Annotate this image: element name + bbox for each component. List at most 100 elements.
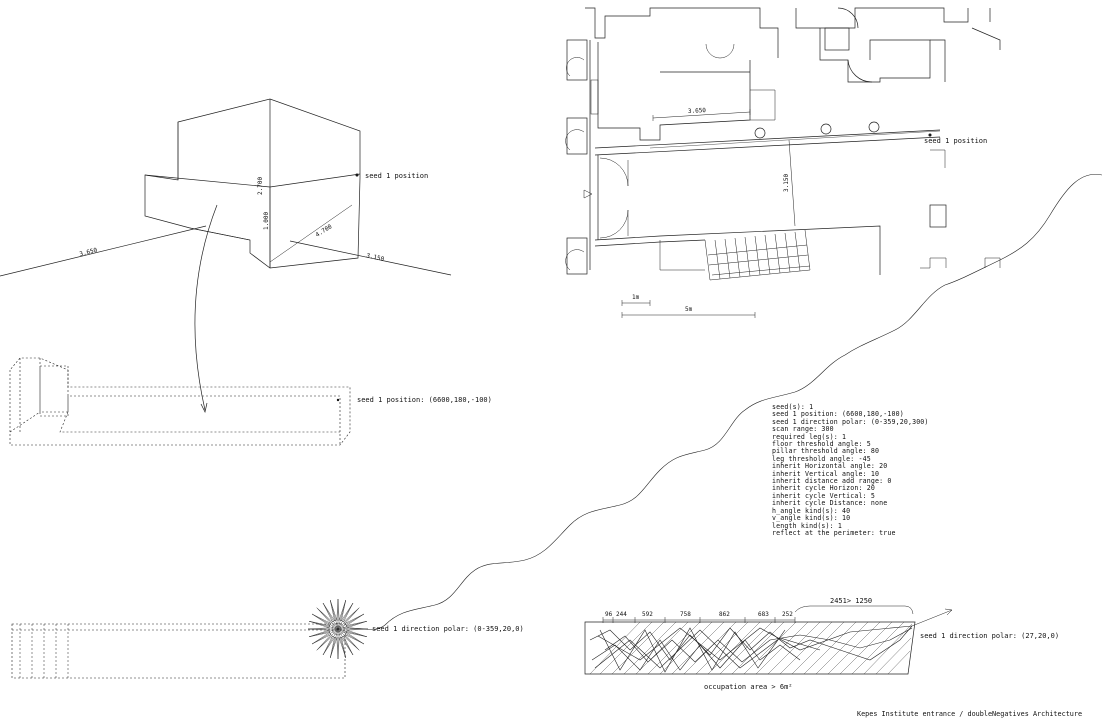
polar-rosette-ring bbox=[331, 622, 345, 636]
plan-door-arc bbox=[837, 7, 859, 29]
extrusion-inner bbox=[9, 358, 341, 445]
extrusion-step bbox=[39, 365, 69, 417]
plan-view: 3.650 3.150 seed 1 position 1m 5m bbox=[565, 7, 1001, 318]
plan-pillar bbox=[868, 121, 880, 133]
wavy-connector bbox=[349, 173, 1102, 630]
plan-corridor-mid bbox=[649, 130, 941, 149]
section-dim-5: 862 bbox=[719, 611, 730, 618]
section-path-network bbox=[589, 625, 913, 673]
parameter-line: inherit Horizontal angle: 20 bbox=[772, 462, 888, 471]
parameter-line: inherit cycle Vertical: 5 bbox=[772, 491, 875, 500]
polar-view: seed 1 direction polar: (0-359,20,0) bbox=[11, 598, 524, 679]
iso-dim-4: 4.700 bbox=[314, 223, 333, 239]
plan-wall-upper bbox=[597, 42, 751, 141]
iso-arrowhead bbox=[200, 402, 208, 414]
iso-dim-1: 3.650 bbox=[79, 247, 99, 258]
section-dim-2: 244 bbox=[616, 611, 627, 618]
parameter-line: h_angle kind(s): 40 bbox=[772, 506, 851, 515]
section-bracket-label: 2451> 1250 bbox=[830, 597, 872, 605]
parameter-line: inherit cycle Distance: none bbox=[772, 499, 888, 508]
plan-door-left bbox=[599, 157, 629, 239]
parameter-line: inherit distance add range: 0 bbox=[772, 477, 892, 486]
polar-bar-lines bbox=[12, 624, 345, 678]
plan-seed-label: seed 1 position bbox=[924, 137, 987, 145]
iso-dim-line-right bbox=[289, 240, 452, 276]
iso-box bbox=[144, 98, 361, 269]
iso-to-extrusion-arrow bbox=[194, 204, 218, 411]
iso-dim-2: 2.700 bbox=[257, 177, 264, 195]
plan-right-bits bbox=[920, 149, 1001, 269]
parameter-line: floor threshold angle: 5 bbox=[772, 440, 871, 449]
iso-seed-label: seed 1 position bbox=[365, 172, 428, 180]
section-dim-7: 252 bbox=[782, 611, 793, 618]
plan-columns bbox=[565, 39, 599, 275]
extrusion-seed-dot bbox=[336, 398, 340, 402]
scale-bar-large bbox=[621, 312, 756, 318]
iso-dim-3: 1.000 bbox=[263, 212, 270, 230]
plan-door-swing-top bbox=[847, 59, 873, 83]
iso-dim-line-diag bbox=[269, 204, 353, 263]
plan-top-outline bbox=[585, 7, 1001, 58]
plan-corridor-top bbox=[594, 129, 941, 149]
parameter-line: seed 1 position: (6600,180,-100) bbox=[772, 410, 904, 419]
iso-dim-line-left bbox=[0, 225, 207, 277]
section-direction-label: seed 1 direction polar: (27,20,0) bbox=[920, 632, 1059, 640]
plan-pillar bbox=[754, 127, 766, 139]
section-dim-3: 592 bbox=[642, 611, 653, 618]
parameter-line: required leg(s): 1 bbox=[772, 432, 847, 441]
polar-bar-outline bbox=[11, 623, 346, 679]
parameter-line: v_angle kind(s): 10 bbox=[772, 514, 851, 523]
plan-corridor-right bbox=[750, 89, 776, 121]
parameter-line: pillar threshold angle: 80 bbox=[772, 447, 880, 456]
parameter-line: inherit Vertical angle: 10 bbox=[772, 469, 880, 478]
plan-door-small bbox=[583, 189, 593, 199]
section-view: 96 244 592 758 862 683 252 2451> 1250 se… bbox=[584, 597, 1059, 691]
extrusion-seed-label: seed 1 position: (6600,180,-100) bbox=[357, 396, 492, 404]
plan-wall-left bbox=[589, 40, 599, 270]
section-outline bbox=[584, 621, 916, 675]
plan-staircase bbox=[704, 229, 811, 281]
iso-view: 3.650 2.700 1.000 4.700 3.150 seed 1 pos… bbox=[0, 98, 452, 414]
parameter-line: length kind(s): 1 bbox=[772, 521, 843, 530]
section-area-label: occupation area > 6m² bbox=[704, 683, 793, 691]
parameter-line: seed 1 direction polar: (0-359,20,300) bbox=[772, 417, 929, 426]
parameter-line: seed(s): 1 bbox=[772, 403, 814, 411]
plan-corridor-top2 bbox=[594, 136, 941, 156]
plan-stair-box bbox=[824, 27, 850, 51]
scale-bar-small bbox=[621, 300, 651, 306]
section-dim-1: 96 bbox=[605, 611, 613, 618]
plan-dim-h-ticks bbox=[652, 109, 751, 121]
plan-room-block bbox=[819, 28, 931, 83]
plan-dim-horizontal-label: 3.650 bbox=[688, 107, 707, 115]
polar-rosette-ring bbox=[328, 619, 348, 639]
plan-pillar bbox=[820, 123, 832, 135]
extrusion-outline bbox=[9, 357, 351, 446]
scale-bar-large-label: 5m bbox=[685, 306, 693, 313]
section-direction-arrow bbox=[911, 608, 953, 627]
plan-dim-vertical-label: 3.150 bbox=[783, 174, 790, 192]
iso-dim-5: 3.150 bbox=[366, 252, 386, 263]
scale-bar-small-label: 1m bbox=[632, 294, 640, 301]
section-dim-4: 758 bbox=[680, 611, 691, 618]
plan-wall-lower2 bbox=[594, 239, 706, 247]
plan-dim-vertical bbox=[788, 139, 796, 227]
section-dim-6: 683 bbox=[758, 611, 769, 618]
plan-wall-inner bbox=[659, 240, 705, 271]
iso-box-top-edge bbox=[144, 173, 361, 188]
parameter-line: scan range: 300 bbox=[772, 425, 834, 434]
plan-room-block-2 bbox=[930, 39, 946, 82]
plan-wall-lower bbox=[594, 225, 881, 275]
polar-rosette-ring bbox=[334, 625, 342, 633]
plan-door-upper bbox=[705, 43, 735, 59]
plan-pillar-box bbox=[929, 204, 947, 228]
plan-dim-horizontal bbox=[652, 111, 751, 119]
iso-seed-dot bbox=[355, 173, 359, 177]
iso-box-inner bbox=[177, 122, 271, 268]
extrusion-view bbox=[9, 357, 351, 446]
section-ticks bbox=[602, 617, 796, 623]
parameter-line: leg threshold angle: -45 bbox=[772, 454, 871, 463]
polar-direction-label: seed 1 direction polar: (0-359,20,0) bbox=[372, 625, 524, 633]
section-bracket bbox=[794, 605, 914, 615]
